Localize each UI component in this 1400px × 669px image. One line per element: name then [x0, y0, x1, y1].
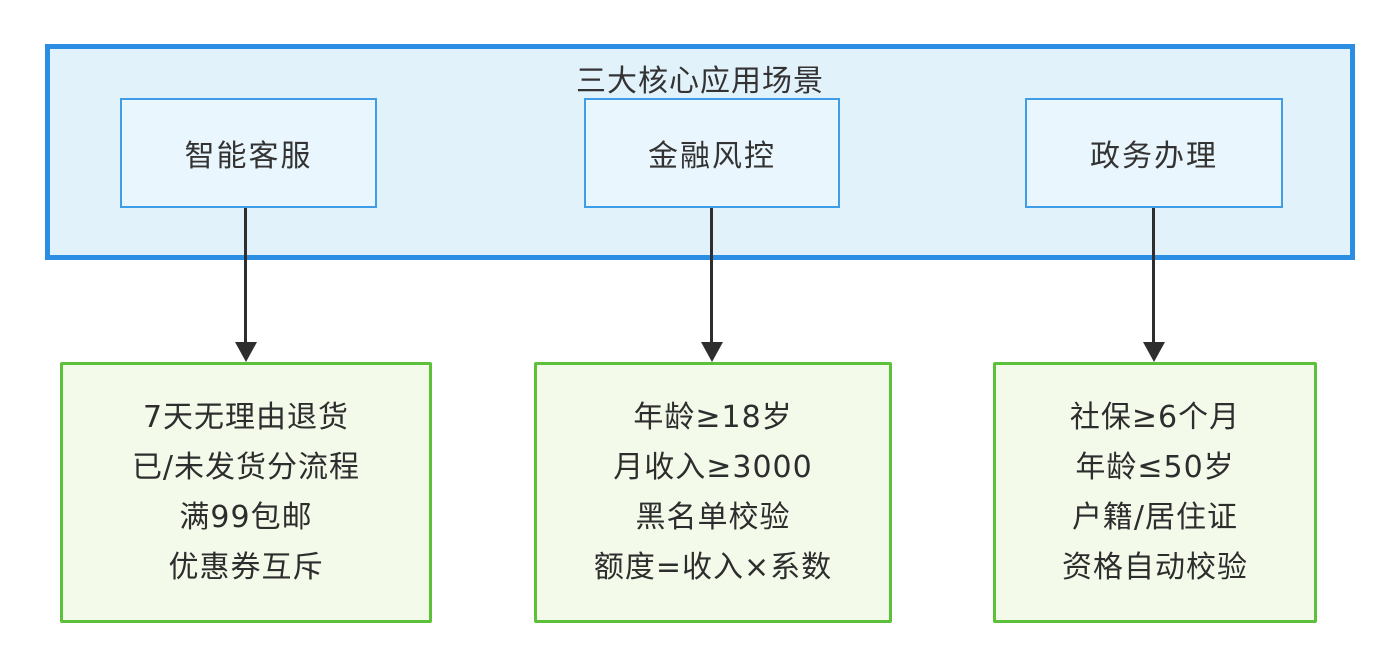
rules-box-government: 社保≥6个月 年龄≤50岁 户籍/居住证 资格自动校验	[993, 362, 1317, 623]
connector-arrowhead-icon	[701, 342, 723, 362]
diagram-title: 三大核心应用场景	[576, 64, 824, 99]
rule-text: 优惠券互斥	[168, 549, 324, 585]
rule-text: 7天无理由退货	[142, 399, 350, 435]
node-intelligent-customer-service: 智能客服	[120, 98, 377, 208]
rule-text: 资格自动校验	[1062, 549, 1248, 585]
rule-text: 黑名单校验	[635, 499, 791, 535]
node-financial-risk-control: 金融风控	[584, 98, 840, 208]
rules-box-risk-control: 年龄≥18岁 月收入≥3000 黑名单校验 额度=收入×系数	[534, 362, 892, 623]
rule-text: 满99包邮	[179, 499, 313, 535]
rule-text: 额度=收入×系数	[593, 549, 833, 585]
rule-text: 社保≥6个月	[1069, 399, 1241, 435]
node-label: 金融风控	[648, 139, 776, 174]
rule-text: 户籍/居住证	[1071, 499, 1239, 535]
connector-arrowhead-icon	[235, 342, 257, 362]
rule-text: 年龄≥18岁	[633, 399, 793, 435]
connector-arrow-line	[244, 208, 247, 344]
node-government-affairs: 政务办理	[1025, 98, 1283, 208]
connector-arrow-line	[1152, 208, 1155, 344]
connector-arrow-line	[710, 208, 713, 344]
connector-arrowhead-icon	[1143, 342, 1165, 362]
rule-text: 年龄≤50岁	[1075, 449, 1235, 485]
rule-text: 月收入≥3000	[613, 449, 813, 485]
rules-box-customer-service: 7天无理由退货 已/未发货分流程 满99包邮 优惠券互斥	[60, 362, 432, 623]
node-label: 政务办理	[1090, 139, 1218, 174]
node-label: 智能客服	[184, 139, 313, 174]
rule-text: 已/未发货分流程	[131, 449, 361, 485]
